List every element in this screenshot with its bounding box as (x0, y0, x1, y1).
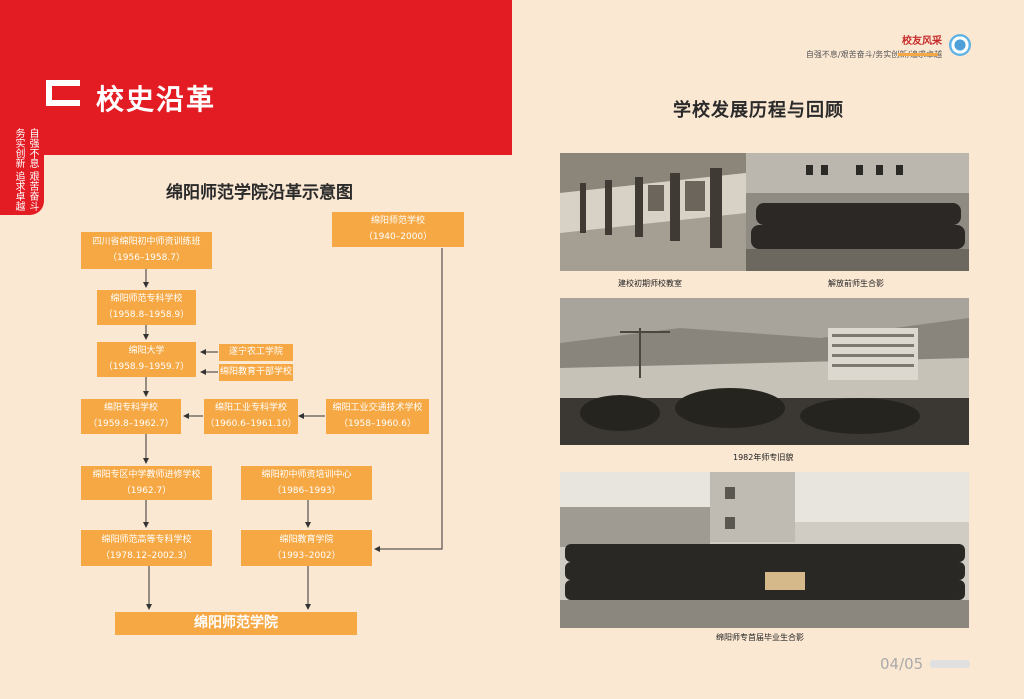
box-b7: 绵阳工业专科学校（1960.6–1961.10） (204, 399, 298, 434)
header-brand-block: 校友风采 自强不息/艰苦奋斗/务实创新/追求卓越 (806, 32, 970, 60)
photo-group-old (746, 153, 969, 271)
tag-t1: 遂宁农工学院 (219, 344, 293, 361)
section-title: 校史沿革 (96, 83, 217, 116)
box-b8: 绵阳工业交通技术学校（1958–1960.6） (326, 399, 429, 434)
right-title: 学校发展历程与回顾 (673, 100, 844, 121)
brand-title: 校友风采 (902, 36, 942, 47)
photo-campus-1982 (560, 298, 969, 445)
brand-underline (898, 53, 938, 56)
diagram-title: 绵阳师范学院沿革示意图 (166, 183, 353, 203)
school-logo-icon (949, 34, 971, 56)
caption-c1: 建校初期师校教室 (618, 279, 682, 288)
slogan-tab (0, 120, 44, 215)
caption-c4: 绵阳师专首届毕业生合影 (716, 633, 804, 642)
box-b2: 绵阳师范专科学校（1958.8–1958.9） (97, 290, 196, 325)
slogan-line2: 务实创新 追求卓越 (13, 128, 24, 212)
box-b11: 绵阳师范学校（1940–2000） (332, 212, 464, 247)
box-b6: 绵阳师范高等专科学校（1978.12–2002.3） (81, 530, 212, 566)
photo-classroom (560, 153, 746, 271)
brand-tagline: 自强不息/艰苦奋斗/务实创新/追求卓越 (805, 50, 942, 59)
slogan-line1: 自强不息 艰苦奋斗 (27, 128, 38, 212)
page-number: 04/05 (880, 655, 924, 673)
box-b5: 绵阳专区中学教师进修学校（1962.7） (81, 466, 212, 500)
section-bracket-icon (46, 80, 80, 106)
red-header-panel (0, 0, 512, 155)
box-b10: 绵阳教育学院（1993–2002） (241, 530, 372, 566)
caption-c3: 1982年师专旧貌 (733, 453, 794, 462)
box-b4: 绵阳专科学校（1959.8–1962.7） (81, 399, 181, 434)
caption-c2: 解放前师生合影 (828, 279, 884, 288)
box-b3: 绵阳大学（1958.9–1959.7） (97, 342, 196, 377)
box-b9: 绵阳初中师资培训中心（1986–1993） (241, 466, 372, 500)
tag-t2: 绵阳教育干部学校 (219, 364, 293, 381)
photo-first-graduates (560, 472, 969, 628)
page-indicator-bar (930, 660, 970, 668)
box-b1: 四川省绵阳初中师资训练班（1956–1958.7） (81, 232, 212, 269)
final-box: 绵阳师范学院 (115, 612, 357, 635)
